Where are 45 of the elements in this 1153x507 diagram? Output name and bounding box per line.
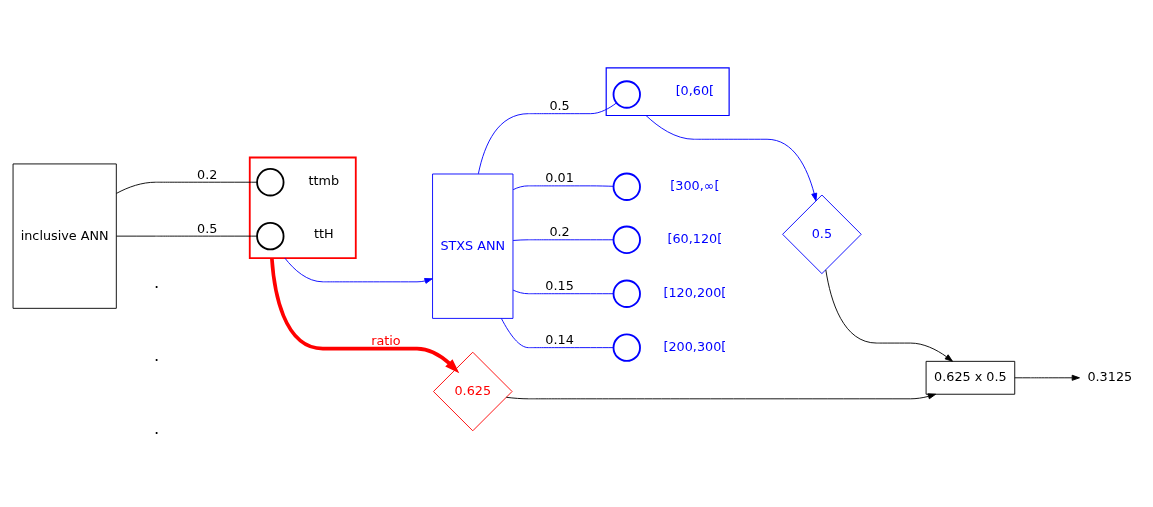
- node-box: inclusive ANN: [12, 163, 117, 309]
- node-box: STXS ANN: [432, 173, 514, 319]
- cluster: [605, 67, 730, 117]
- edge-label: 0.01: [545, 170, 574, 186]
- node-label: [60,120[: [667, 231, 723, 247]
- edge-label: 0.2: [549, 224, 570, 240]
- connector: [512, 289, 614, 295]
- label: .: [153, 418, 160, 438]
- arrow: [1014, 374, 1080, 381]
- edge-label: 0.5: [197, 220, 218, 236]
- edge-label: 0.15: [545, 278, 574, 294]
- node-circle: [612, 80, 641, 109]
- edge-label: 0.2: [197, 166, 218, 182]
- connector: [512, 239, 614, 241]
- node-label: ttmb: [308, 172, 340, 188]
- edge-label: ratio: [371, 333, 401, 349]
- connector: [512, 185, 614, 191]
- arrow: [825, 269, 953, 362]
- node-circle: [612, 279, 641, 308]
- arrow: [645, 115, 818, 202]
- node-circle: [612, 225, 641, 254]
- node-circle: [612, 172, 641, 201]
- edge-label: 0.14: [545, 332, 574, 348]
- label: .: [153, 272, 160, 292]
- connector: [477, 102, 617, 175]
- node-label: [200,300[: [663, 339, 727, 355]
- edge-label: 0.5: [549, 98, 570, 114]
- connector: [116, 235, 258, 237]
- arrow: [270, 257, 460, 374]
- node-text: 0.3125: [1087, 369, 1133, 385]
- node-diamond: 0.625: [433, 351, 513, 432]
- connector: [116, 181, 258, 194]
- label: .: [153, 345, 160, 365]
- arrow: [284, 257, 433, 284]
- node-circle: [256, 221, 285, 251]
- node-box: 0.625 x 0.5: [925, 360, 1016, 395]
- cluster: [248, 156, 357, 259]
- connector: [501, 318, 614, 349]
- node-circle: [612, 333, 641, 362]
- node-label: [300,∞[: [670, 178, 720, 194]
- node-label: [0,60[: [675, 83, 715, 99]
- node-label: ttH: [313, 225, 334, 241]
- arrow: [505, 393, 937, 400]
- node-label: [120,200[: [663, 285, 727, 301]
- node-circle: [256, 168, 285, 197]
